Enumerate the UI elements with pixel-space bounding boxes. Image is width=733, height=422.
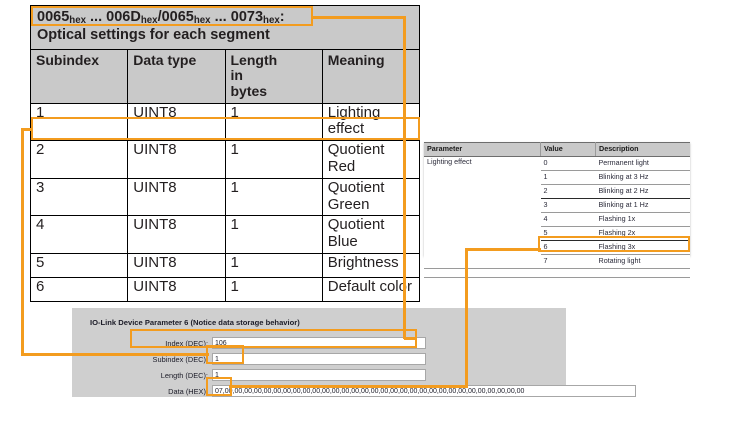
cell-length: 1 — [224, 277, 323, 303]
cell-subindex: 2 — [29, 140, 129, 179]
footer-spacer-1 — [424, 268, 541, 278]
hex-subscript: hex — [193, 15, 211, 27]
cell-length: 1 — [224, 102, 323, 142]
table-row: 5 UINT8 1 Brightness — [29, 253, 421, 279]
spec-title-row: 0065hex ... 006Dhex/0065hex ... 0073hex:… — [30, 5, 420, 50]
cell-datatype: UINT8 — [127, 253, 226, 279]
cell-datatype: UINT8 — [127, 177, 226, 217]
cell-meaning: Quotient Blue — [321, 215, 421, 255]
cell-meaning: Brightness — [321, 253, 421, 279]
index-field-label: Index (DEC): — [165, 339, 208, 348]
cell-datatype: UINT8 — [127, 277, 226, 303]
cell-parameter-name: Lighting effect — [424, 156, 541, 269]
parameter-value-description-table: Parameter Value Description Lighting eff… — [424, 142, 690, 278]
cell-description: Blinking at 2 Hz — [595, 184, 690, 199]
io-link-panel-title: IO-Link Device Parameter 6 (Notice data … — [90, 318, 300, 327]
table-row: 4 UINT8 1 Quotient Blue — [29, 215, 421, 255]
table-row: 1 UINT8 1 Lighting effect — [29, 102, 421, 142]
table-row: 4 Flashing 1x — [424, 212, 690, 227]
table-row: 3 UINT8 1 Quotient Green — [29, 177, 421, 217]
footer-spacer-3 — [595, 268, 690, 278]
cell-subindex: 1 — [29, 102, 129, 142]
cell-value: 1 — [540, 170, 596, 185]
cell-length: 1 — [224, 140, 323, 179]
spec-col-subindex: Subindex — [29, 48, 129, 104]
param-col-description: Description — [595, 142, 690, 157]
table-row: 1 Blinking at 3 Hz — [424, 170, 690, 185]
spec-column-header-row: Subindex Data type Length in bytes Meani… — [29, 48, 421, 104]
cell-value: 0 — [540, 156, 596, 171]
table-row: 7 Rotating light — [424, 254, 690, 269]
parameter-header-row: Parameter Value Description — [424, 142, 690, 157]
cell-datatype: UINT8 — [127, 102, 226, 142]
param-col-value: Value — [540, 142, 596, 157]
subindex-field-input[interactable]: 1 — [212, 353, 426, 365]
cell-meaning: Quotient Green — [321, 177, 421, 217]
table-row: 6 UINT8 1 Default color — [29, 277, 421, 303]
spec-table-title: 0065hex ... 006Dhex/0065hex ... 0073hex:… — [30, 5, 420, 50]
cell-subindex: 3 — [29, 177, 129, 217]
spec-col-length-w1: Length — [230, 51, 278, 68]
subindex-field-label: Subindex (DEC): — [152, 355, 208, 364]
cell-datatype: UINT8 — [127, 140, 226, 179]
parameter-table-head: Parameter Value Description — [424, 142, 690, 157]
cell-description: Blinking at 3 Hz — [595, 170, 690, 185]
spec-title-line2: Optical settings for each segment — [37, 26, 270, 43]
hex-subscript: hex — [69, 15, 86, 27]
cell-value: 3 — [540, 198, 596, 213]
cell-value: 4 — [540, 212, 596, 227]
cell-length: 1 — [224, 177, 323, 217]
cell-description: Blinking at 1 Hz — [595, 198, 690, 213]
cell-length: 1 — [224, 215, 323, 255]
parameter-table-body: Lighting effect 0 Permanent light 1 Blin… — [424, 156, 690, 278]
param-col-parameter: Parameter — [424, 142, 541, 157]
hex-subscript: hex — [140, 15, 158, 27]
cell-meaning: Quotient Red — [321, 140, 421, 179]
length-field-label: Length (DEC): — [160, 371, 208, 380]
cell-length: 1 — [224, 253, 323, 279]
spec-col-length-w3: bytes — [230, 83, 268, 99]
cell-subindex: 5 — [29, 253, 129, 279]
cell-description: Flashing 3x — [595, 240, 690, 255]
data-field-label: Data (HEX): — [168, 387, 208, 396]
footer-spacer-2 — [540, 268, 596, 278]
cell-meaning: Lighting effect — [321, 102, 421, 142]
cell-description: Flashing 1x — [595, 212, 690, 227]
spec-title-line1: 0065hex ... 006Dhex/0065hex ... 0073hex: — [37, 9, 285, 27]
length-field-input[interactable]: 1 — [212, 369, 426, 381]
table-row: 3 Blinking at 1 Hz — [424, 198, 690, 213]
connector-row1-vertical — [21, 128, 24, 356]
hex-subscript: hex — [263, 15, 280, 27]
cell-value: 7 — [540, 254, 596, 269]
spec-table-body: 1 UINT8 1 Lighting effect 2 UINT8 1 Quot… — [29, 102, 421, 303]
cell-subindex: 4 — [29, 215, 129, 255]
table-row: 2 UINT8 1 Quotient Red — [29, 140, 421, 179]
spec-table-head: 0065hex ... 006Dhex/0065hex ... 0073hex:… — [29, 5, 421, 104]
cell-description: Permanent light — [595, 156, 690, 171]
cell-datatype: UINT8 — [127, 215, 226, 255]
cell-value: 6 — [540, 240, 596, 255]
cell-value: 5 — [540, 226, 596, 241]
optical-settings-table: 0065hex ... 006Dhex/0065hex ... 0073hex:… — [29, 5, 421, 303]
data-field-input[interactable]: 07,00,00,00,00,00,00,00,00,00,00,00,00,0… — [212, 385, 636, 397]
spec-col-meaning: Meaning — [321, 48, 421, 104]
spec-col-datatype: Data type — [127, 48, 226, 104]
cell-description: Rotating light — [595, 254, 690, 269]
index-field-input[interactable]: 106 — [212, 337, 426, 349]
table-row: Lighting effect 0 Permanent light — [424, 156, 690, 269]
parameter-table-footer — [424, 268, 690, 278]
io-link-parameter-panel: IO-Link Device Parameter 6 (Notice data … — [72, 308, 636, 397]
cell-value: 2 — [540, 184, 596, 199]
cell-subindex: 6 — [29, 277, 129, 303]
table-row: 2 Blinking at 2 Hz — [424, 184, 690, 199]
cell-description: Flashing 2x — [595, 226, 690, 241]
spec-col-length: Length in bytes — [224, 48, 323, 104]
cell-meaning: Default color — [321, 277, 421, 303]
spec-col-length-w2: in — [230, 67, 243, 84]
